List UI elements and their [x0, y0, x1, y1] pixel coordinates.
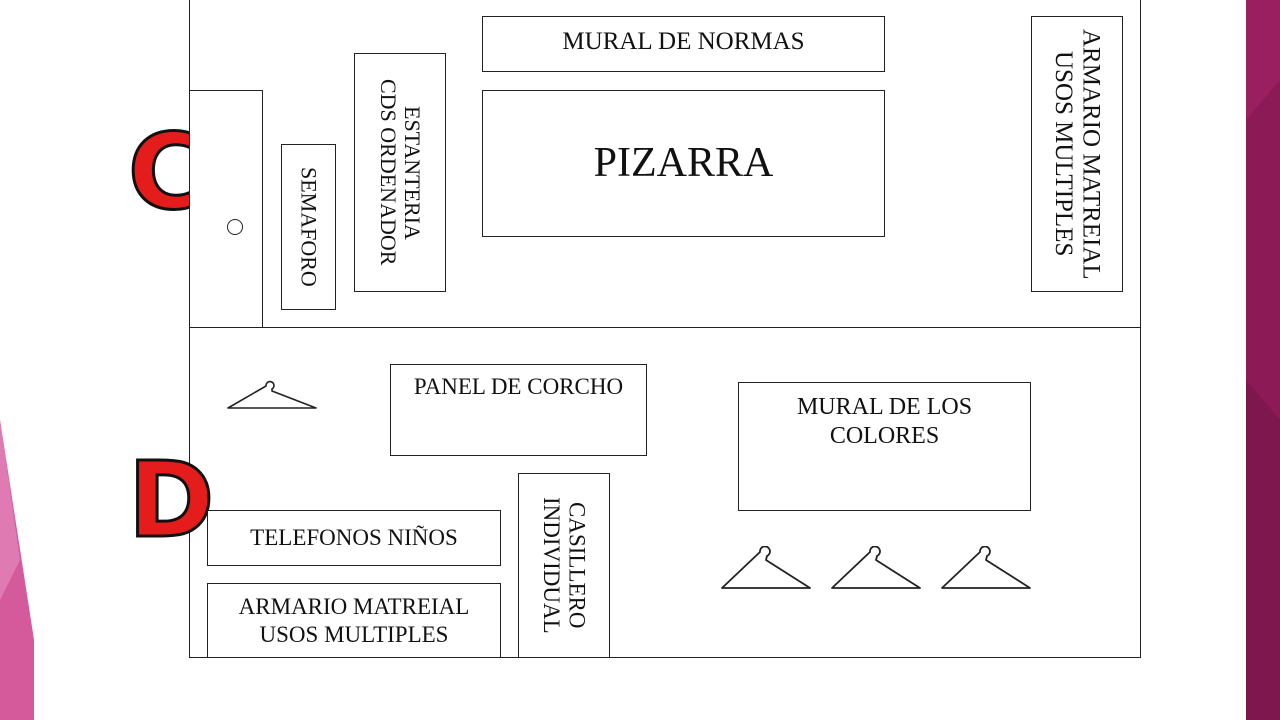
mural-de-normas-label: MURAL DE NORMAS	[562, 28, 805, 55]
mural-de-los-colores: MURAL DE LOS COLORES	[738, 382, 1031, 511]
hanger-icon	[941, 546, 1031, 589]
armario-top-label-line1: ARMARIO MATREIAL	[1077, 28, 1105, 280]
armario-material-top: ARMARIO MATREIAL USOS MULTIPLES	[1031, 16, 1123, 292]
hanger-icon	[227, 380, 317, 409]
classroom-plan	[189, 0, 1141, 658]
estanteria-label-line1: ESTANTERIA	[400, 105, 426, 240]
estanteria-label-line2: CDS ORDENADOR	[376, 79, 401, 266]
casillero-label-line1: CASILLERO	[564, 502, 590, 629]
pizarra: PIZARRA	[482, 90, 885, 237]
panel-de-corcho: PANEL DE CORCHO	[390, 364, 647, 456]
panel-de-corcho-label: PANEL DE CORCHO	[413, 374, 624, 399]
armario-material-bottom: ARMARIO MATREIAL USOS MULTIPLES	[207, 583, 501, 658]
casillero-individual: CASILLERO INDIVIDUAL	[518, 473, 610, 658]
zone-d-label: D	[126, 439, 215, 561]
right-decoration	[1246, 0, 1280, 720]
telefonos-ninos-label: TELEFONOS NIÑOS	[250, 525, 458, 551]
semaforo: SEMAFORO	[281, 144, 336, 310]
semaforo-label: SEMAFORO	[296, 167, 322, 287]
hanger-icon	[721, 546, 811, 589]
mural-colores-label-line1: MURAL DE LOS	[796, 394, 973, 420]
zone-divider	[189, 327, 1141, 328]
armario-bottom-label-line2: USOS MULTIPLES	[259, 621, 449, 647]
casillero-label-line2: INDIVIDUAL	[539, 497, 564, 634]
mural-de-normas: MURAL DE NORMAS	[482, 16, 885, 72]
door-knob-icon	[227, 219, 243, 235]
mural-colores-label-line2: COLORES	[829, 422, 940, 449]
telefonos-ninos: TELEFONOS NIÑOS	[207, 510, 501, 566]
armario-bottom-label-line1: ARMARIO MATREIAL	[238, 593, 470, 619]
estanteria: ESTANTERIA CDS ORDENADOR	[354, 53, 446, 292]
armario-top-label-line2: USOS MULTIPLES	[1050, 51, 1077, 257]
door	[189, 90, 263, 328]
left-decoration	[0, 420, 34, 720]
hanger-icon	[831, 546, 921, 589]
pizarra-label: PIZARRA	[593, 140, 774, 187]
